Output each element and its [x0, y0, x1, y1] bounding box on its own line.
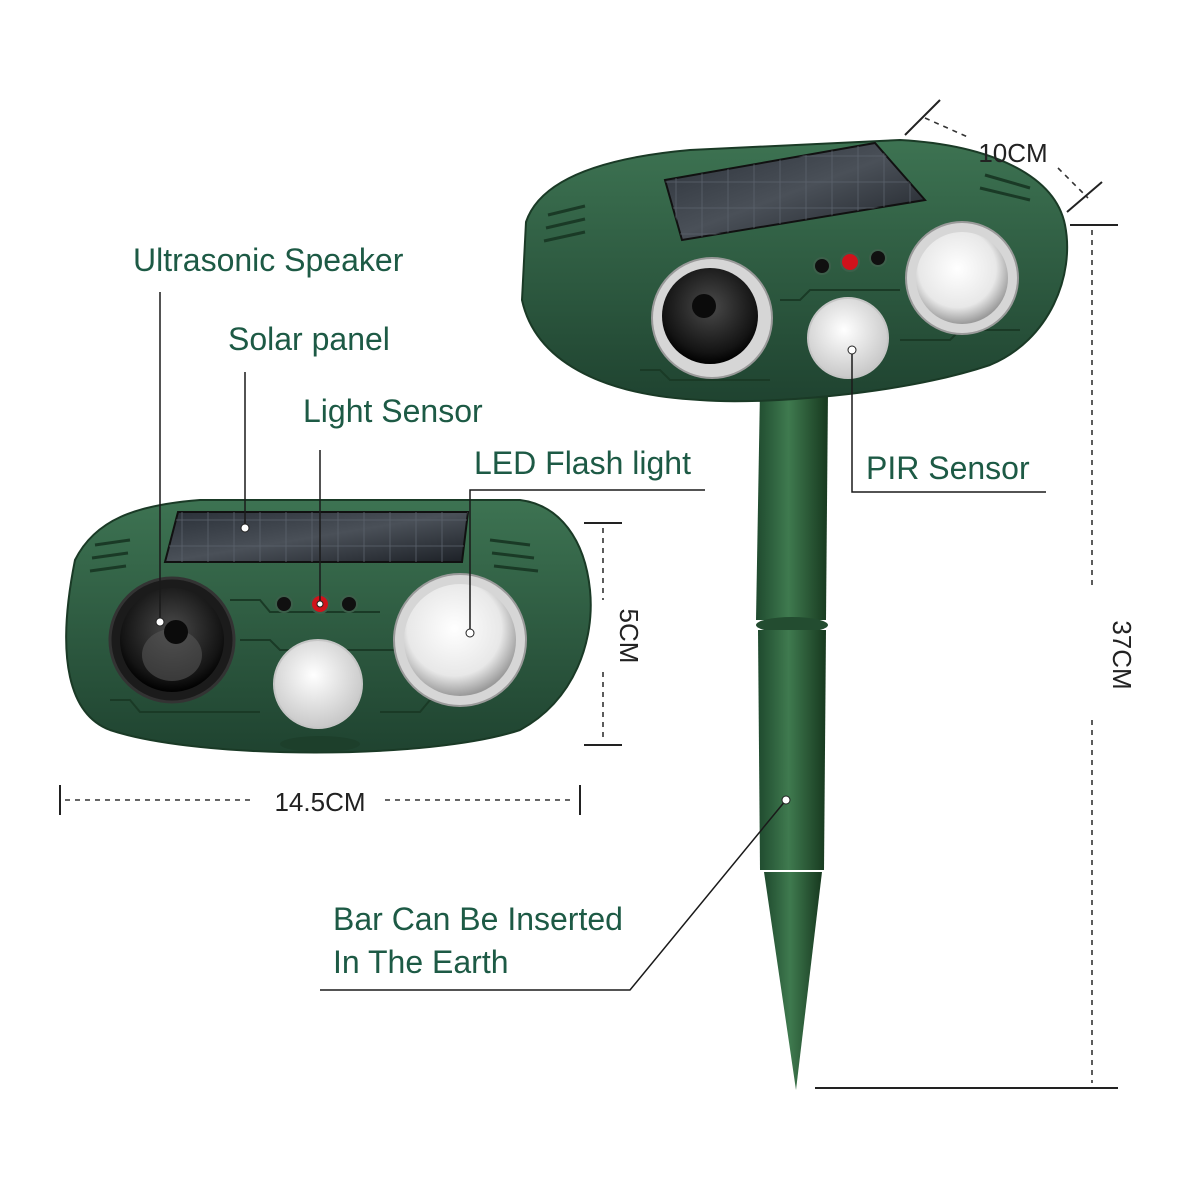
dimension-lines [59, 99, 1118, 1089]
ultrasonic-speaker [108, 576, 236, 704]
solar-panel-top [663, 141, 927, 242]
front-view-device [65, 499, 592, 754]
ground-stake [756, 390, 828, 1090]
light-sensor-side [813, 249, 887, 275]
led-flash-light [393, 573, 527, 707]
label-bar-line2: In The Earth [333, 944, 509, 980]
label-light-sensor: Light Sensor [303, 393, 483, 429]
label-pir-sensor: PIR Sensor [866, 450, 1030, 486]
label-ultrasonic-speaker: Ultrasonic Speaker [133, 242, 404, 278]
label-solar-panel: Solar panel [228, 321, 390, 357]
leader-lines [155, 292, 1046, 991]
pir-sensor-front [273, 639, 363, 729]
dimension-width: 14.5CM [274, 787, 365, 817]
led-flash-light-side [905, 221, 1019, 335]
dimension-total-height: 37CM [1107, 620, 1137, 689]
solar-panel [163, 511, 470, 563]
label-bar-line1: Bar Can Be Inserted [333, 901, 623, 937]
pir-sensor [807, 297, 889, 379]
stake-view-device [520, 138, 1069, 1090]
label-led-flash-light: LED Flash light [474, 445, 691, 481]
dimension-depth: 10CM [978, 138, 1047, 168]
ultrasonic-speaker-side [651, 257, 773, 379]
dimension-height: 5CM [614, 609, 644, 664]
